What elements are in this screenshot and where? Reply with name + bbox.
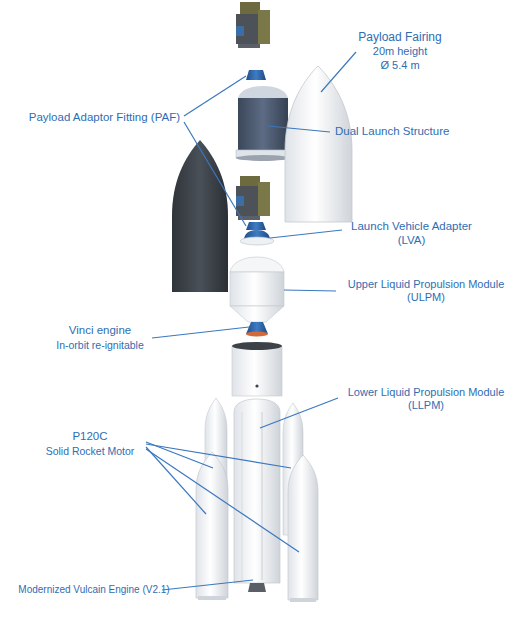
solar-panel — [258, 182, 270, 216]
interstage-top — [232, 342, 282, 350]
leader-line — [146, 449, 299, 552]
leader-line — [184, 76, 246, 116]
dual-launch-structure — [236, 86, 290, 161]
callout-label: In-orbit re-ignitable — [40, 339, 160, 352]
llpm-feedline — [242, 412, 243, 580]
solar-panel — [240, 2, 260, 14]
callout-label: Lower Liquid Propulsion Module (LLPM) — [340, 386, 512, 412]
solar-panel — [240, 176, 260, 186]
booster-base — [198, 596, 226, 600]
leader-line — [260, 398, 338, 428]
leader-line — [270, 230, 342, 238]
ulpm-dome — [230, 257, 284, 272]
llpm-feedline — [262, 412, 263, 580]
llpm-tank — [234, 399, 280, 583]
satellite-detail — [236, 196, 244, 206]
callout-label: Modernized Vulcain Engine (V2.1) — [18, 584, 170, 596]
vulcain-engine — [248, 583, 266, 592]
dls-rim — [236, 155, 290, 161]
lva-disc — [240, 237, 274, 245]
callout-label: Vinci engine — [40, 324, 160, 338]
solid-booster — [288, 455, 318, 600]
payload-fairing-dark — [172, 140, 228, 292]
callout-label: Payload Adaptor Fitting (PAF) — [6, 111, 180, 125]
ulpm-tank — [230, 272, 284, 306]
satellite — [236, 2, 270, 48]
ulpm-cone — [230, 306, 284, 322]
satellite — [236, 176, 270, 220]
core-stage — [234, 399, 280, 592]
leader-line — [284, 290, 336, 291]
interstage-body — [232, 346, 282, 396]
dls-top — [238, 86, 288, 98]
callout-label: Payload Fairing — [345, 30, 455, 44]
callout-label: Dual Launch Structure — [335, 125, 485, 139]
leader-line — [146, 447, 206, 514]
booster-base — [290, 598, 316, 602]
callout-label: Ø 5.4 m — [345, 59, 455, 72]
leader-line — [268, 126, 330, 132]
leader-lines — [146, 52, 356, 590]
leader-line — [321, 52, 356, 92]
satellite-base — [238, 44, 260, 48]
payload-adaptor — [246, 70, 266, 80]
leader-line — [152, 327, 249, 338]
callout-label: 20m height — [345, 45, 455, 58]
interstage — [232, 342, 282, 396]
dls-body — [238, 98, 288, 150]
solid-booster — [196, 452, 228, 598]
leader-line — [146, 444, 291, 468]
callout-label: Solid Rocket Motor — [30, 445, 150, 458]
callout-label: Launch Vehicle Adapter (LVA) — [344, 220, 479, 248]
leader-line — [184, 122, 246, 226]
callout-label: Upper Liquid Propulsion Module (ULPM) — [340, 278, 512, 304]
interstage-port — [255, 384, 258, 387]
leader-line — [162, 580, 253, 590]
satellite-detail — [236, 26, 244, 36]
payload-fairing — [285, 66, 352, 222]
launch-vehicle-adapter — [240, 230, 274, 245]
payload-adaptor — [246, 222, 266, 230]
solar-panel — [258, 10, 270, 44]
upper-stage — [230, 257, 284, 337]
vinci-nozzle — [246, 332, 268, 337]
callout-label: P120C — [30, 430, 150, 444]
